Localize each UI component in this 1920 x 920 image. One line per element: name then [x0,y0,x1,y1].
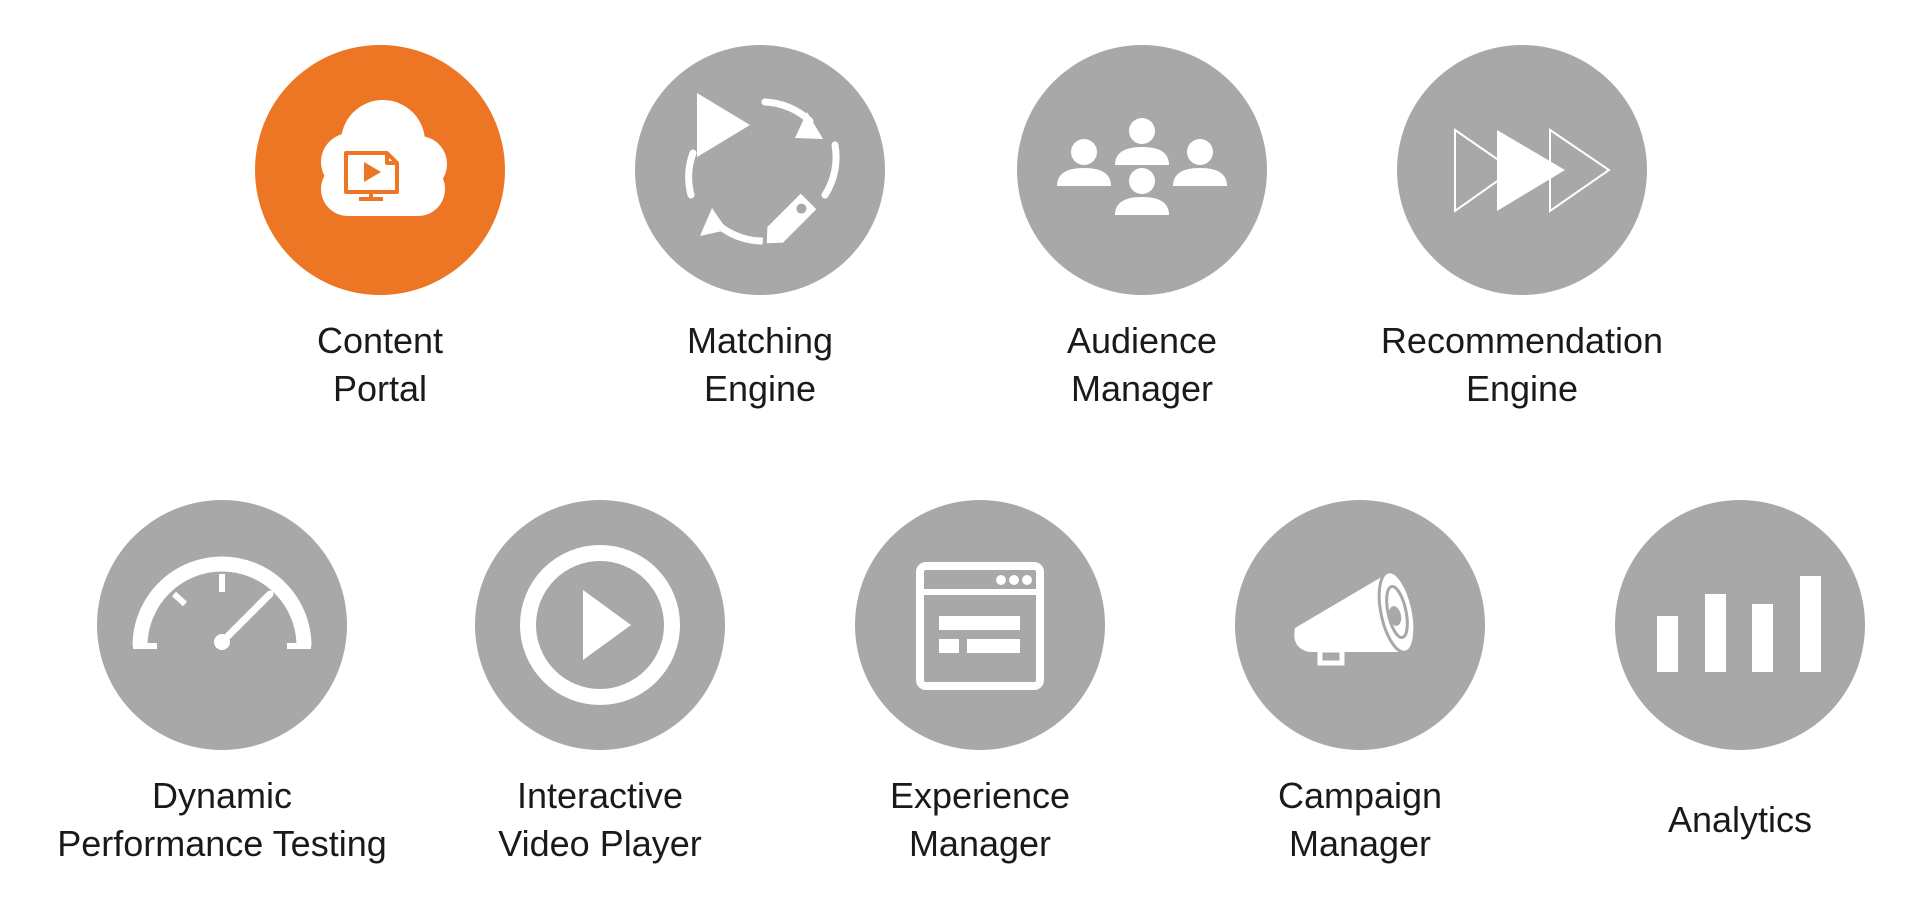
module-circle [1615,500,1865,750]
module-circle [1397,45,1647,295]
module-label: Campaign Manager [1277,775,1443,864]
cloud-video-icon [321,100,447,216]
module-content-portal[interactable]: Content Portal [200,45,560,413]
browser-window-icon [916,562,1044,690]
module-label: Analytics [1667,799,1813,840]
module-label: Matching Engine [686,320,834,409]
module-circle [97,500,347,750]
module-label: Interactive Video Player [498,775,702,864]
play-circle-icon [520,545,680,705]
sync-tag-icon [685,93,840,248]
module-label: Recommendation Engine [1380,320,1664,409]
module-circle [855,500,1105,750]
module-experience-manager[interactable]: Experience Manager [800,500,1160,868]
people-group-icon [1057,118,1227,215]
module-analytics[interactable]: Analytics [1560,500,1920,844]
module-interactive-video-player[interactable]: Interactive Video Player [420,500,780,868]
module-dynamic-performance-testing[interactable]: Dynamic Performance Testing [42,500,402,868]
module-label: Content Portal [316,320,444,409]
module-circle [255,45,505,295]
module-circle [635,45,885,295]
module-campaign-manager[interactable]: Campaign Manager [1180,500,1540,868]
module-label: Dynamic Performance Testing [57,775,387,864]
fast-forward-icon [1454,128,1611,213]
module-circle [1235,500,1485,750]
module-circle [475,500,725,750]
module-circle [1017,45,1267,295]
module-label: Experience Manager [889,775,1071,864]
module-audience-manager[interactable]: Audience Manager [962,45,1322,413]
module-label: Audience Manager [1066,320,1218,409]
speedometer-icon [132,556,312,650]
module-recommendation-engine[interactable]: Recommendation Engine [1342,45,1702,413]
megaphone-icon [1294,570,1417,666]
bar-chart-icon [1657,576,1821,672]
module-matching-engine[interactable]: Matching Engine [580,45,940,413]
